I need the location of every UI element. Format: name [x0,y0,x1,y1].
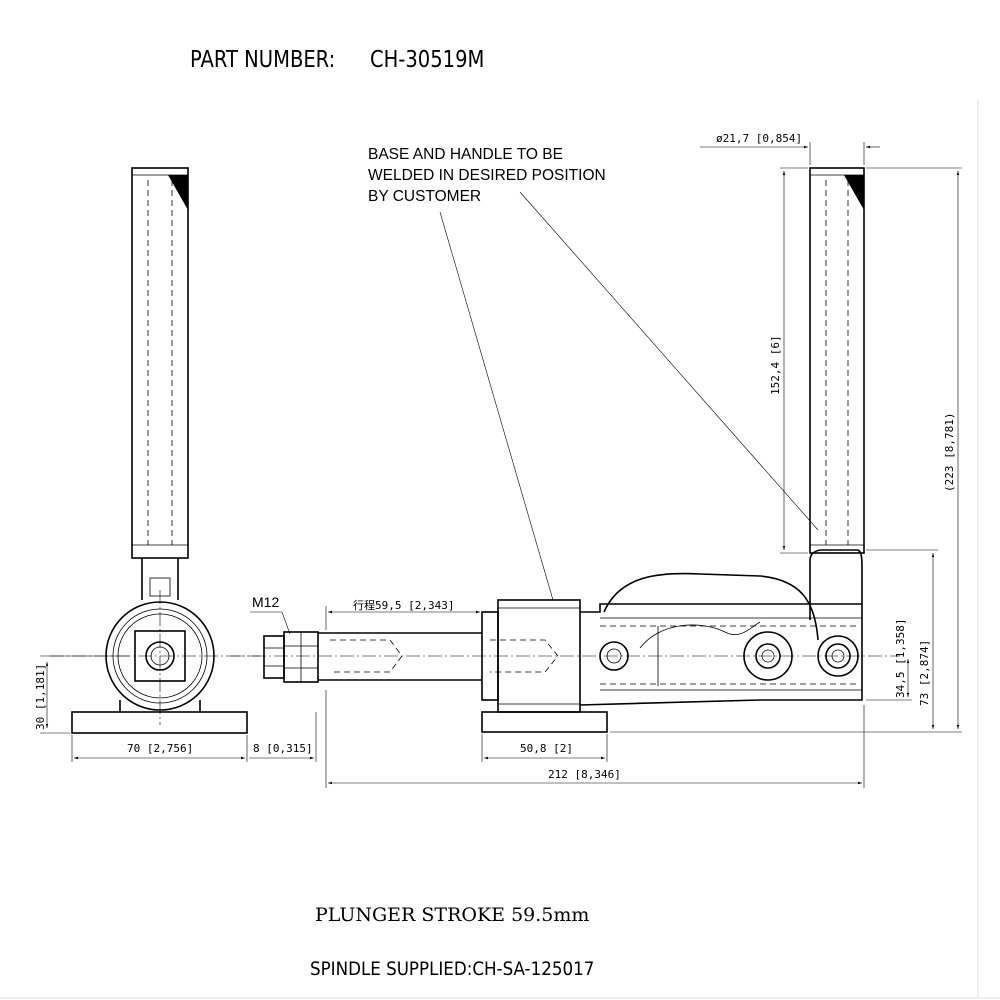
dim-center-height-side: 34,5 [1,358] [894,619,907,698]
dim-handle-diameter: ø21,7 [0,854] [716,132,802,145]
dim-base-length: 50,8 [2] [520,742,573,755]
note-line-3: BY CUSTOMER [368,188,481,205]
plunger-stroke-note: PLUNGER STROKE 59.5mm [315,904,589,926]
right-dimensions: ø21,7 [0,854] 152,4 [6] (223 [8,781) 73 … [250,132,962,788]
dim-overall-height: (223 [8,781) [943,413,956,492]
dim-base-thickness: 8 [0,315] [253,742,313,755]
side-view [50,167,260,734]
dim-stroke: 行程59,5 [2,343] [353,599,454,612]
dim-base-width: 70 [2,756] [127,742,193,755]
part-number-value: CH-30519M [370,47,484,74]
dim-right-height: 73 [2,874] [918,640,931,706]
left-dimensions: 30 [1,181] 70 [2,756] 8 [0,315] [34,655,317,762]
dim-handle-length: 152,4 [6] [769,335,782,395]
dim-left-center-height: 30 [1,181] [34,664,47,730]
part-number-label: PART NUMBER: [190,47,335,74]
note-line-2: WELDED IN DESIRED POSITION [368,167,606,184]
note-line-1: BASE AND HANDLE TO BE [368,146,563,163]
spindle-supplied-note: SPINDLE SUPPLIED:CH-SA-125017 [310,958,594,980]
dim-overall-length: 212 [8,346] [548,768,621,781]
front-view [230,167,900,733]
dim-thread: M12 [252,594,279,610]
